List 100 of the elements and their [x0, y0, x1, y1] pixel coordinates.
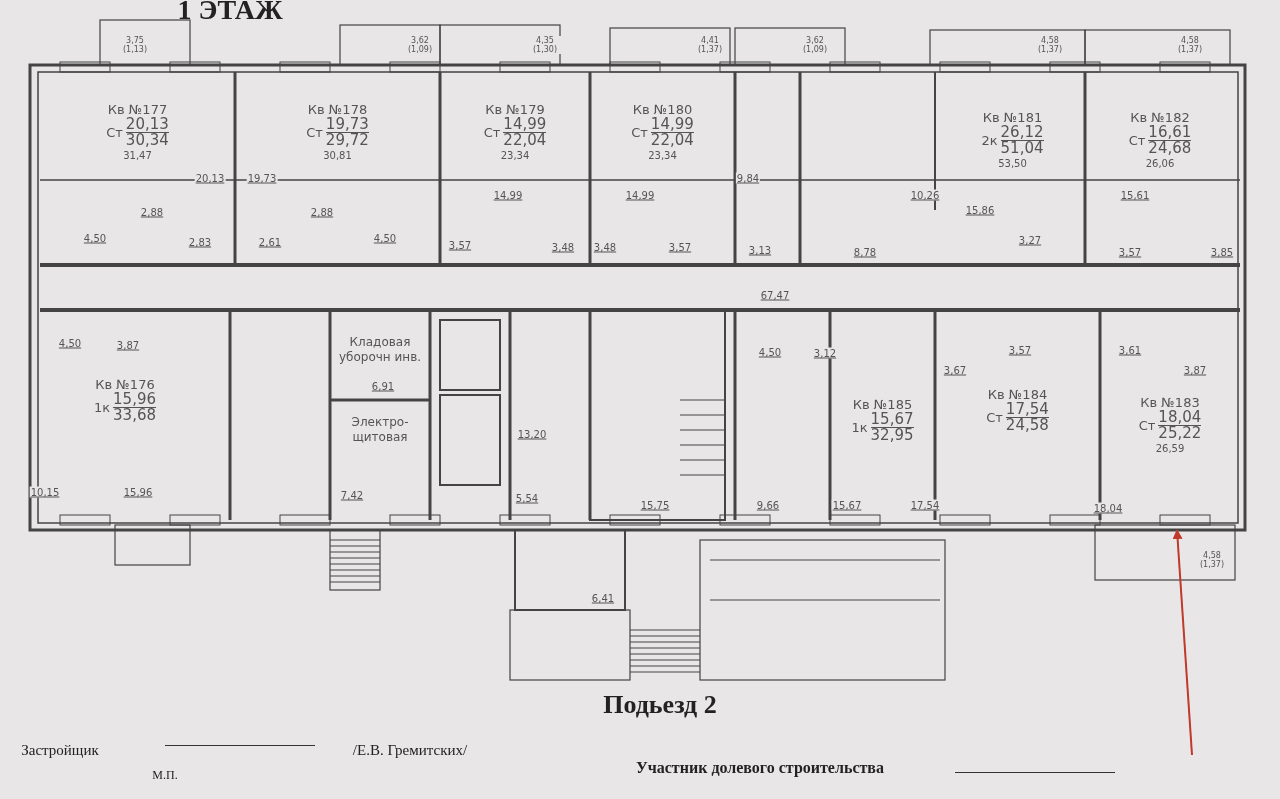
apartment-number: Кв №182 — [1130, 109, 1190, 125]
room-type: Ст — [483, 125, 501, 140]
room-area-label: 3,12 — [812, 347, 838, 359]
area-with-balcony: 53,50 — [998, 156, 1027, 171]
room-area-label: 2,61 — [257, 236, 283, 248]
room-area-label: 3,57 — [1007, 344, 1033, 356]
room-area-label: 15,86 — [964, 204, 996, 216]
room-area-label: 3,87 — [1182, 364, 1208, 376]
apartment-number: Кв №184 — [987, 387, 1048, 402]
room-type: Ст — [1138, 417, 1156, 433]
apartment-number: Кв №180 — [632, 102, 693, 117]
room-area-label: 6,41 — [590, 592, 616, 604]
room-type: 1к — [93, 400, 111, 415]
living-area: 19,73 — [325, 117, 369, 133]
total-area: 24,58 — [1005, 418, 1049, 433]
room-area-label: 3,85 — [1209, 246, 1235, 258]
room-area-label: 2,83 — [187, 236, 213, 248]
room-name: Электро- щитовая — [350, 415, 410, 445]
area-with-balcony: 23,34 — [648, 149, 677, 163]
seal-note: М.П. — [152, 767, 178, 783]
apartment-number: Кв №183 — [1140, 394, 1200, 410]
room-area-label: 3,57 — [1117, 246, 1143, 258]
living-area: 20,13 — [125, 117, 169, 133]
room-area-label: 9,66 — [755, 499, 781, 511]
room-area-label: 20,13 — [194, 172, 226, 184]
room-area-label: 3,57 — [447, 239, 473, 251]
total-area: 33,68 — [113, 408, 157, 423]
living-area: 14,99 — [650, 117, 694, 133]
signature-name: /Е.В. Гремитских/ — [352, 741, 468, 759]
total-area: 29,72 — [325, 133, 369, 148]
total-area: 32,95 — [870, 428, 914, 443]
area-with-balcony: 26,06 — [1145, 156, 1175, 171]
room-area-label: 7,42 — [339, 489, 365, 501]
room-type: Ст — [306, 125, 323, 140]
area-with-balcony: 26,59 — [1155, 441, 1185, 456]
signature-label: Застройщик — [21, 741, 99, 759]
heading: Подьезд 2 — [603, 690, 717, 720]
area-with-balcony: 31,47 — [123, 149, 152, 163]
room-area-label: 3,87 — [115, 339, 141, 351]
apartment-number: Кв №177 — [107, 102, 168, 117]
living-area: 16,61 — [1148, 124, 1192, 141]
room-area-label: 3,48 — [592, 241, 618, 253]
room-type: 2к — [981, 132, 998, 148]
room-area-label: 10,15 — [29, 486, 61, 498]
room-area-label: 3,13 — [747, 244, 773, 256]
apartment-number: Кв №176 — [95, 377, 155, 392]
apartment-number: Кв №181 — [982, 109, 1043, 125]
room-type: 1к — [851, 420, 868, 435]
area-with-balcony: 30,81 — [323, 149, 352, 163]
room-type: Ст — [631, 125, 648, 140]
room-area-label: 6,91 — [370, 380, 396, 392]
room-area-label: 10,26 — [909, 189, 941, 201]
room-area-label: 19,73 — [246, 172, 278, 184]
room-area-label: 18,04 — [1092, 502, 1124, 514]
room-area-label: 15,96 — [122, 486, 154, 498]
room-name: Кладовая уборочн инв. — [337, 335, 423, 365]
room-area-label: 3,57 — [667, 241, 693, 253]
room-area-label: 4,50 — [82, 232, 108, 244]
living-area: 15,67 — [870, 412, 914, 428]
arrow — [1172, 529, 1193, 756]
room-type: Ст — [1128, 132, 1146, 148]
room-area-label: 15,75 — [639, 499, 671, 511]
total-area: 51,04 — [1000, 140, 1044, 156]
room-area-label: 4,50 — [372, 232, 398, 244]
room-area-label: 9,84 — [735, 172, 761, 184]
room-area-label: 2,88 — [139, 206, 165, 218]
room-area-label: 4,50 — [757, 346, 783, 358]
total-area: 25,22 — [1158, 425, 1202, 441]
total-area: 22,04 — [650, 133, 694, 148]
signature-label: Участник долевого строительства — [636, 759, 884, 777]
room-area-label: 2,88 — [309, 206, 335, 218]
room-area-label: 14,99 — [492, 189, 524, 201]
floor-title: 1 ЭТАЖ — [177, 0, 283, 26]
living-area: 26,12 — [1000, 124, 1044, 141]
room-area-label: 3,61 — [1117, 344, 1143, 356]
room-area-label: 14,99 — [624, 189, 656, 201]
living-area: 14,99 — [503, 117, 547, 133]
room-area-label: 13,20 — [516, 428, 548, 440]
living-area: 15,96 — [113, 392, 157, 408]
total-area: 24,68 — [1148, 140, 1192, 156]
room-area-label: 3,48 — [550, 241, 576, 253]
room-area-label: 67,47 — [759, 289, 791, 301]
room-area-label: 15,67 — [831, 499, 863, 511]
total-area: 30,34 — [125, 133, 169, 148]
apartment-number: Кв №179 — [485, 102, 545, 117]
area-with-balcony: 23,34 — [500, 149, 530, 163]
living-area: 17,54 — [1005, 402, 1049, 418]
room-area-label: 5,54 — [514, 492, 540, 504]
room-area-label: 4,50 — [57, 337, 83, 349]
living-area: 18,04 — [1158, 409, 1202, 426]
room-area-label: 15,61 — [1119, 189, 1151, 201]
room-area-label: 8,78 — [852, 246, 878, 258]
room-area-label: 3,67 — [942, 364, 968, 376]
apartment-number: Кв №178 — [307, 102, 368, 117]
room-area-label: 3,27 — [1017, 234, 1043, 246]
total-area: 22,04 — [503, 133, 547, 148]
apartment-number: Кв №185 — [852, 397, 913, 412]
room-area-label: 17,54 — [909, 499, 941, 511]
room-type: Ст — [106, 125, 123, 140]
room-type: Ст — [986, 410, 1003, 425]
